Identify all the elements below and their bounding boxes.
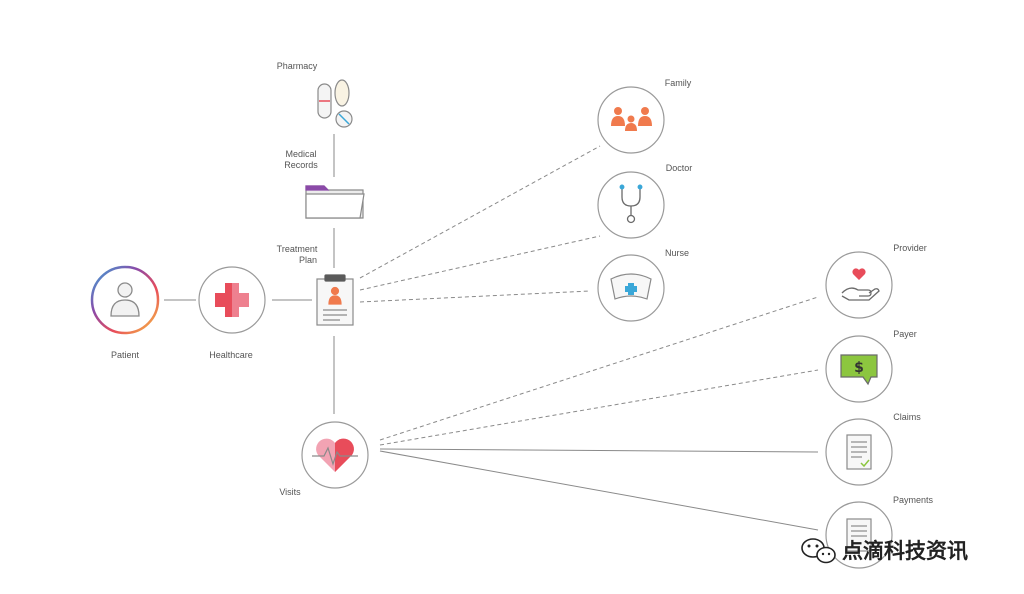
visits-label: Visits xyxy=(279,487,301,497)
dollar-bubble-icon: $ xyxy=(840,354,878,386)
connector-treatment-plan-nurse xyxy=(359,290,591,303)
provider-label: Provider xyxy=(893,243,927,253)
watermark: 点滴科技资讯 xyxy=(801,538,968,564)
doctor-node: Doctor xyxy=(597,163,693,239)
healthcare-label: Healthcare xyxy=(209,350,253,360)
doctor-label: Doctor xyxy=(666,163,693,173)
red-cross-icon xyxy=(215,283,249,317)
family-label: Family xyxy=(665,78,692,88)
claims-node: Claims xyxy=(825,412,921,486)
medical-records-node: Medical Records xyxy=(284,149,365,219)
connector-visits-payer xyxy=(379,369,819,446)
clipboard-icon xyxy=(316,274,354,326)
claims-label: Claims xyxy=(893,412,921,422)
pills-icon xyxy=(317,79,353,128)
wechat-icon xyxy=(801,538,836,564)
treatment-plan-node: Treatment Plan xyxy=(277,244,354,326)
connectors xyxy=(164,134,819,531)
folder-icon xyxy=(305,185,365,219)
pharmacy-label: Pharmacy xyxy=(277,61,318,71)
patient-label: Patient xyxy=(111,350,140,360)
claim-document-icon xyxy=(846,434,872,470)
family-node: Family xyxy=(597,78,692,154)
heartbeat-icon xyxy=(312,438,358,472)
payer-label: Payer xyxy=(893,329,917,339)
treatment-plan-label-line2: Plan xyxy=(299,255,317,265)
hand-heart-icon xyxy=(841,268,880,301)
healthcare-node: Healthcare xyxy=(198,266,266,360)
connector-treatment-plan-family xyxy=(359,145,601,279)
visits-node: Visits xyxy=(279,421,369,497)
connector-visits-provider xyxy=(379,296,819,441)
connector-treatment-plan-doctor xyxy=(359,235,601,291)
medical-records-label-line2: Records xyxy=(284,160,318,170)
nurse-label: Nurse xyxy=(665,248,689,258)
payment-document-icon xyxy=(846,518,872,552)
family-icon xyxy=(611,107,652,131)
svg-text:$: $ xyxy=(854,360,864,376)
pharmacy-node: Pharmacy xyxy=(277,61,353,128)
stethoscope-icon xyxy=(619,184,643,224)
medical-records-label-line1: Medical xyxy=(285,149,316,159)
payer-node: $ Payer xyxy=(825,329,917,403)
watermark-text: 点滴科技资讯 xyxy=(842,539,968,563)
person-icon xyxy=(110,282,140,317)
connector-visits-payments xyxy=(379,450,819,531)
connector-visits-claims xyxy=(379,448,819,453)
patient-node: Patient xyxy=(90,265,160,360)
treatment-plan-label-line1: Treatment xyxy=(277,244,318,254)
payments-node: Payments xyxy=(825,495,934,569)
provider-node: Provider xyxy=(825,243,927,319)
payments-label: Payments xyxy=(893,495,934,505)
nurse-node: Nurse xyxy=(597,248,689,322)
nurse-cap-icon xyxy=(610,273,652,300)
